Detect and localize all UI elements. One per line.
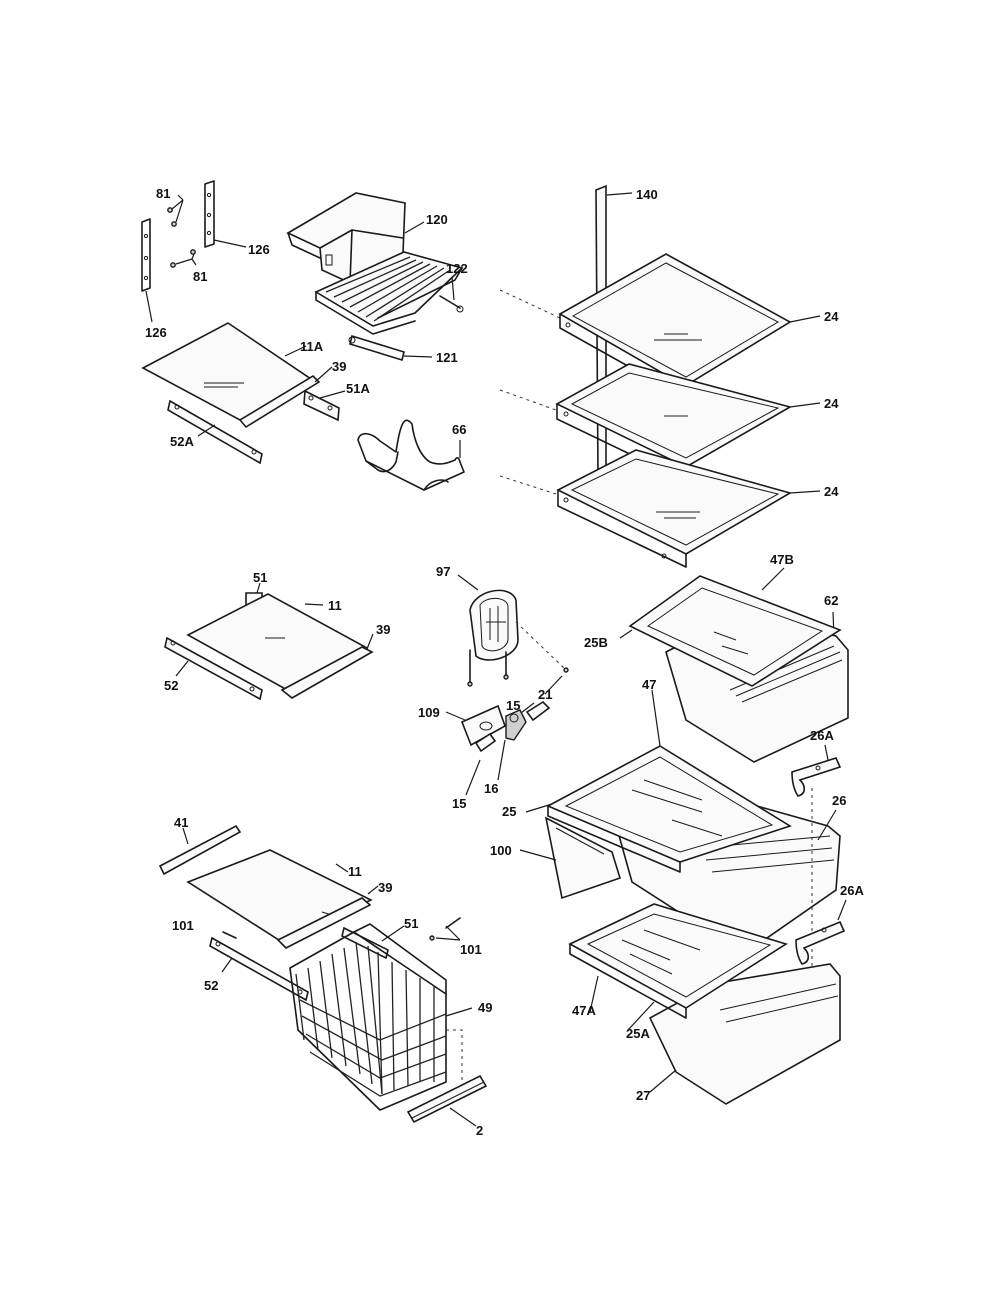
label-52: 52	[164, 678, 178, 693]
label-66: 66	[452, 422, 466, 437]
label-101: 101	[172, 918, 194, 933]
socket-16	[505, 709, 527, 741]
label-11: 11	[348, 864, 362, 879]
slide-rail-52-mid	[164, 636, 263, 701]
screws-101	[222, 917, 461, 941]
label-126: 126	[145, 325, 167, 340]
label-39: 39	[376, 622, 390, 637]
label-41: 41	[174, 815, 188, 830]
trim-39-bottom	[276, 897, 372, 949]
slide-rail-52-bottom	[209, 936, 309, 1002]
label-24: 24	[824, 396, 839, 411]
shaft-122	[439, 295, 464, 313]
label-51: 51	[253, 570, 267, 585]
label-140: 140	[636, 187, 658, 202]
label-49: 49	[478, 1000, 492, 1015]
socket-bracket-109	[460, 704, 506, 747]
label-26A: 26A	[840, 883, 864, 898]
label-2: 2	[476, 1123, 483, 1138]
label-47A: 47A	[572, 1003, 596, 1018]
label-26A: 26A	[810, 728, 834, 743]
glass-cover-47A	[568, 903, 788, 1019]
label-27: 27	[636, 1088, 650, 1103]
label-15: 15	[506, 698, 520, 713]
glass-cover-47B	[628, 575, 842, 687]
label-97: 97	[436, 564, 450, 579]
label-101: 101	[460, 942, 482, 957]
glass-cover-47	[546, 745, 792, 873]
basket-trim-2	[406, 1074, 488, 1124]
label-122: 122	[446, 261, 468, 276]
label-39: 39	[378, 880, 392, 895]
freezer-bin-120	[286, 192, 464, 335]
trim-39-top	[238, 374, 321, 429]
label-25B: 25B	[584, 635, 608, 650]
label-81: 81	[156, 186, 170, 201]
shelf-bracket-126-left	[141, 218, 151, 292]
slide-rail-52A	[167, 399, 263, 465]
wire-rack-66	[357, 419, 465, 491]
label-81: 81	[193, 269, 207, 284]
bulb-15-upper	[525, 700, 551, 722]
label-62: 62	[824, 593, 838, 608]
hinge-26A-lower	[795, 920, 846, 965]
trim-41	[158, 824, 242, 876]
rail-51-bottom	[341, 926, 389, 960]
label-100: 100	[490, 843, 512, 858]
part-labels: 81 81 126 126 120 122 121 11A 39 51A 52A…	[145, 186, 864, 1138]
label-120: 120	[426, 212, 448, 227]
label-52: 52	[204, 978, 218, 993]
label-25: 25	[502, 804, 516, 819]
label-47: 47	[642, 677, 656, 692]
label-51: 51	[404, 916, 418, 931]
label-15: 15	[452, 796, 466, 811]
slide-rail-51A	[303, 389, 340, 422]
label-52A: 52A	[170, 434, 194, 449]
label-121: 121	[436, 350, 458, 365]
label-24: 24	[824, 309, 839, 324]
bulb-15-lower	[474, 732, 497, 753]
label-11A: 11A	[300, 339, 324, 354]
light-cover-97	[467, 589, 519, 687]
label-39: 39	[332, 359, 346, 374]
screws-81	[167, 194, 197, 268]
label-11: 11	[328, 598, 342, 613]
label-51A: 51A	[346, 381, 370, 396]
label-109: 109	[418, 705, 440, 720]
rod-121	[348, 334, 405, 362]
glass-shelf-24-bottom	[556, 449, 793, 568]
label-16: 16	[484, 781, 498, 796]
wire-basket-49	[289, 923, 447, 1111]
label-26: 26	[832, 793, 846, 808]
shelf-bracket-126-right	[204, 180, 215, 248]
label-126: 126	[248, 242, 270, 257]
label-47B: 47B	[770, 552, 794, 567]
trim-39-mid	[280, 646, 374, 699]
bracket-100	[544, 816, 621, 900]
label-21: 21	[538, 687, 552, 702]
hinge-26A-upper	[791, 757, 842, 797]
label-24: 24	[824, 484, 839, 499]
label-25A: 25A	[626, 1026, 650, 1041]
